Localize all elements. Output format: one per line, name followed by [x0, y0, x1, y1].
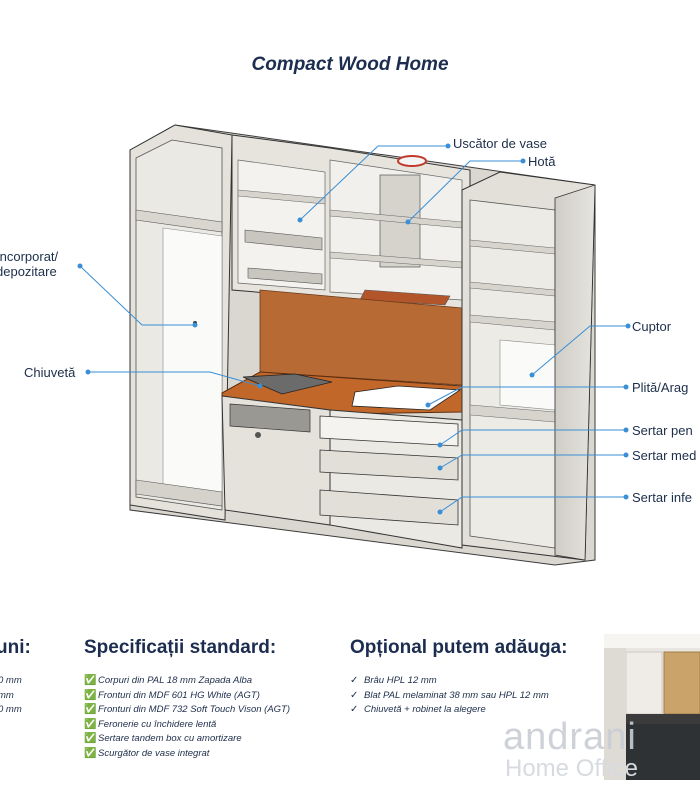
list-item: mm	[0, 689, 14, 701]
list-item: ✅Scurgător de vase integrat	[84, 747, 290, 762]
dimensions-heading: uni:	[0, 637, 31, 658]
callout-plita: Plită/Arag	[632, 380, 689, 395]
callout-incorporat-2: depozitare	[0, 264, 57, 279]
check-circle-icon: ✅	[84, 733, 97, 744]
brand-watermark-subtitle: Home Office	[505, 755, 638, 782]
callout-chiuveta: Chiuvetă	[24, 365, 76, 380]
list-item: ✅Sertare tandem box cu amortizare	[84, 732, 290, 747]
list-item: ✅Feronerie cu închidere lentă	[84, 718, 290, 733]
callout-hota: Hotă	[528, 154, 556, 169]
check-circle-icon: ✅	[84, 689, 97, 701]
list-item: ✅Fronturi din MDF 601 HG White (AGT)	[84, 689, 290, 704]
callout-sertar-2: Sertar med	[632, 448, 697, 463]
standard-spec-list: ✅Corpuri din PAL 18 mm Zapada Alba ✅Fron…	[84, 674, 290, 761]
check-icon: ✓	[350, 675, 359, 686]
callout-lines	[79, 145, 628, 513]
page-title: Compact Wood Home	[251, 54, 449, 75]
list-item: ✓Blat PAL melaminat 38 mm sau HPL 12 mm	[350, 689, 549, 704]
callout-uscator: Uscător de vase	[453, 136, 547, 151]
check-circle-icon: ✅	[84, 704, 97, 715]
right-tall-cabinet	[461, 171, 596, 561]
callout-sertar-3: Sertar infe	[632, 490, 692, 505]
base-cabinets	[221, 395, 463, 549]
optional-heading: Opțional putem adăuga:	[350, 637, 568, 658]
callout-incorporat-1: încorporat/	[0, 249, 59, 264]
list-item: ✓Chiuvetă + robinet la alegere	[350, 703, 549, 718]
list-item: ✓Brâu HPL 12 mm	[350, 674, 549, 689]
check-circle-icon: ✅	[84, 718, 97, 730]
dimensions-list: 0 mm mm 0 mm	[0, 674, 22, 718]
kitchen-diagram	[77, 124, 631, 566]
brand-watermark: andrani	[503, 716, 637, 758]
check-circle-icon: ✅	[84, 675, 97, 686]
check-icon: ✓	[350, 704, 359, 715]
upper-cabinets	[231, 134, 471, 311]
callout-sertar-1: Sertar pen	[632, 423, 693, 438]
check-circle-icon: ✅	[84, 747, 97, 759]
callout-dots	[77, 143, 631, 515]
optional-list: ✓Brâu HPL 12 mm ✓Blat PAL melaminat 38 m…	[350, 674, 549, 718]
callout-cuptor: Cuptor	[632, 319, 672, 334]
list-item: ✅Corpuri din PAL 18 mm Zapada Alba	[84, 674, 290, 689]
list-item: 0 mm	[0, 704, 22, 715]
check-icon: ✓	[350, 689, 359, 701]
kitchen-photo	[604, 634, 700, 780]
list-item: 0 mm	[0, 675, 22, 686]
list-item: ✅Fronturi din MDF 732 Soft Touch Vison (…	[84, 703, 290, 718]
left-tall-cabinet	[129, 124, 233, 521]
standard-spec-heading: Specificații standard:	[84, 637, 277, 658]
